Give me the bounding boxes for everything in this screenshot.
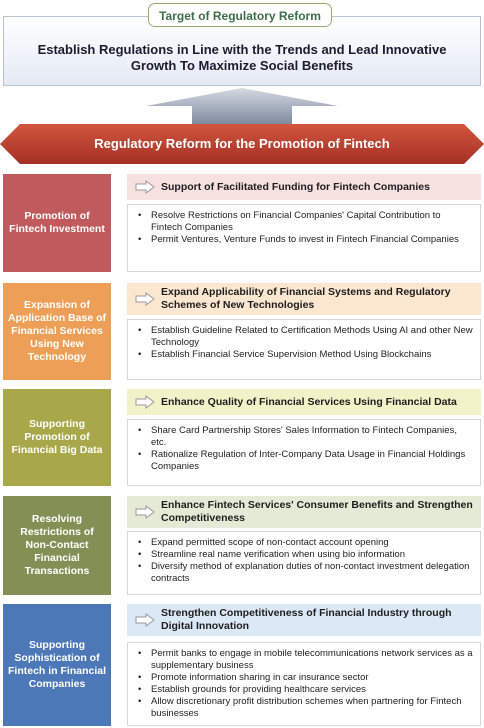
row-heading: Support of Facilitated Funding for Finte… bbox=[127, 174, 481, 200]
detail-item: Resolve Restrictions on Financial Compan… bbox=[136, 210, 474, 234]
row-heading-text: Enhance Fintech Services' Consumer Benef… bbox=[161, 499, 473, 524]
reform-target-text: Establish Regulations in Line with the T… bbox=[37, 42, 447, 73]
detail-item: Expand permitted scope of non-contact ac… bbox=[136, 537, 474, 549]
right-arrow-icon bbox=[135, 505, 155, 519]
up-arrow-icon bbox=[146, 88, 338, 124]
row-heading: Enhance Fintech Services' Consumer Benef… bbox=[127, 496, 481, 528]
reform-row-big-data: Supporting Promotion of Financial Big Da… bbox=[3, 389, 481, 486]
detail-item: Streamline real name verification when u… bbox=[136, 549, 474, 561]
detail-item: Rationalize Regulation of Inter-Company … bbox=[136, 449, 474, 473]
row-heading: Strengthen Competitiveness of Financial … bbox=[127, 604, 481, 636]
reform-row-investment: Promotion of Fintech Investment Support … bbox=[3, 174, 481, 272]
category-box: Resolving Restrictions of Non-Contact Fi… bbox=[3, 496, 111, 595]
row-heading-text: Strengthen Competitiveness of Financial … bbox=[161, 607, 452, 632]
right-arrow-icon bbox=[135, 180, 155, 194]
row-heading: Expand Applicability of Financial System… bbox=[127, 283, 481, 315]
detail-item: Establish Guideline Related to Certifica… bbox=[136, 325, 474, 349]
detail-item: Allow discretionary profit distribution … bbox=[136, 696, 474, 720]
category-box: Expansion of Application Base of Financi… bbox=[3, 283, 111, 380]
detail-item: Permit Ventures, Venture Funds to invest… bbox=[136, 234, 474, 246]
fintech-reform-banner bbox=[0, 124, 484, 164]
right-arrow-icon bbox=[135, 613, 155, 627]
category-box: Supporting Sophistication of Fintech in … bbox=[3, 604, 111, 726]
right-arrow-icon bbox=[135, 292, 155, 306]
right-arrow-icon bbox=[135, 395, 155, 409]
reform-row-new-technology: Expansion of Application Base of Financi… bbox=[3, 283, 481, 380]
detail-item: Share Card Partnership Stores' Sales Inf… bbox=[136, 425, 474, 449]
category-box: Supporting Promotion of Financial Big Da… bbox=[3, 389, 111, 486]
reform-target-tag: Target of Regulatory Reform bbox=[148, 3, 332, 27]
detail-item: Promote information sharing in car insur… bbox=[136, 672, 474, 684]
row-details: Expand permitted scope of non-contact ac… bbox=[127, 531, 481, 595]
reform-row-financial-companies: Supporting Sophistication of Fintech in … bbox=[3, 604, 481, 726]
banner-title: Regulatory Reform for the Promotion of F… bbox=[94, 136, 390, 151]
row-heading: Enhance Quality of Financial Services Us… bbox=[127, 389, 481, 415]
row-heading-text: Expand Applicability of Financial System… bbox=[161, 286, 451, 311]
reform-target-box: Establish Regulations in Line with the T… bbox=[3, 16, 481, 86]
row-details: Resolve Restrictions on Financial Compan… bbox=[127, 204, 481, 272]
category-box: Promotion of Fintech Investment bbox=[3, 174, 111, 272]
row-details: Permit banks to engage in mobile telecom… bbox=[127, 642, 481, 726]
row-details: Share Card Partnership Stores' Sales Inf… bbox=[127, 419, 481, 486]
detail-item: Establish Financial Service Supervision … bbox=[136, 349, 474, 361]
detail-item: Diversify method of explanation duties o… bbox=[136, 561, 474, 585]
reform-row-non-contact: Resolving Restrictions of Non-Contact Fi… bbox=[3, 496, 481, 595]
row-heading-text: Enhance Quality of Financial Services Us… bbox=[161, 395, 457, 408]
detail-item: Establish grounds for providing healthca… bbox=[136, 684, 474, 696]
row-heading-text: Support of Facilitated Funding for Finte… bbox=[161, 180, 430, 193]
detail-item: Permit banks to engage in mobile telecom… bbox=[136, 648, 474, 672]
row-details: Establish Guideline Related to Certifica… bbox=[127, 319, 481, 380]
